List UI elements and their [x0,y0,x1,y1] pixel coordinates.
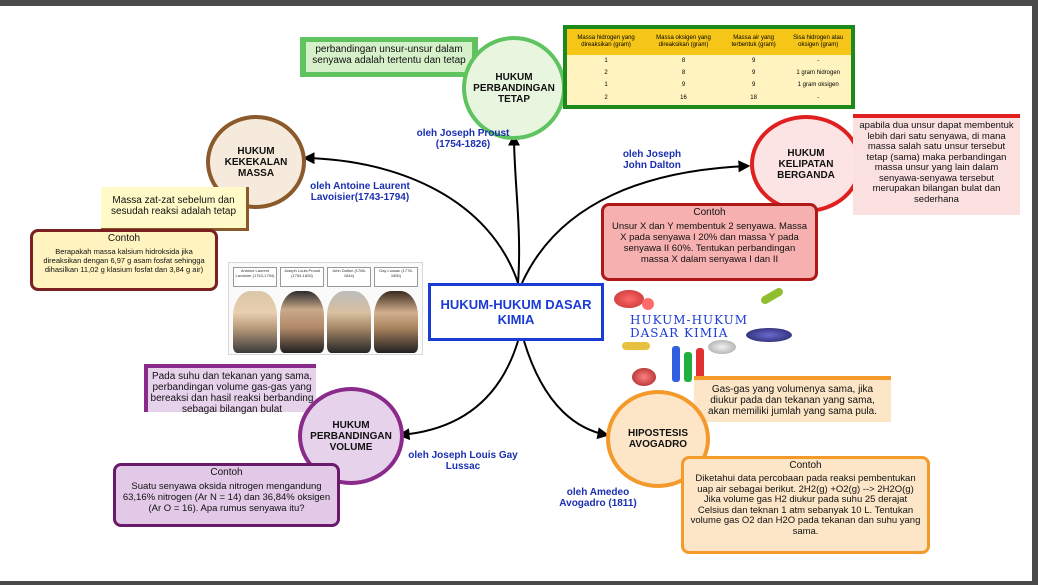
table-cell: 1 [604,57,608,64]
table-header: Massa hidrogen yang direaksikan (gram) [565,27,646,55]
table-row: 2 16 18 - [565,92,853,107]
table-row: 1 9 9 1 gram oksigen [565,79,853,91]
scientist-portraits: Antoine Laurent Lavoisier (1743-1794) Jo… [228,262,423,355]
connector-avogadro [523,340,610,440]
volume-author: oleh Joseph Louis Gay Lussac [408,450,518,472]
connector-volume [397,340,519,441]
right-border [1032,0,1038,585]
avogadro-author: oleh Amedeo Avogadro (1811) [559,487,637,509]
table-cell: 1 gram hidrogen [796,70,841,77]
kelipatan-example: Contoh Unsur X dan Y membentuk 2 senyawa… [601,203,818,281]
portrait-caption: John Dalton (1766-1844) [327,267,371,287]
top-border [0,0,1038,6]
data-table: Massa hidrogen yang direaksikan (gram) M… [563,25,855,109]
volume-example-text: Suatu senyawa oksida nitrogen mengandung… [122,481,331,514]
portrait-caption: Gay Lussac (1778-1850) [374,267,418,287]
bottom-border [0,581,1038,585]
portrait-dalton [327,291,371,353]
avogadro-definition: Gas-gas yang volumenya sama, jika diukur… [694,376,891,422]
tetap-definition: perbandingan unsur-unsur dalam senyawa a… [306,42,472,72]
table-cell: 8 [681,57,686,64]
connector-tetap [508,133,521,284]
table-cell: 9 [751,70,756,77]
table-cell: 8 [681,70,686,77]
portrait-caption: Antoine Laurent Lavoisier (1743-1794) [233,267,277,287]
table-cell: 16 [680,95,687,102]
portrait-caption: Joseph Louis Proust (1754-1826) [280,267,324,287]
portrait-proust [280,291,324,353]
table-cell: 2 [604,70,608,77]
table-cell: 1 [604,82,608,89]
connector-kelipatan [521,160,751,284]
massa-example-text: Berapakah massa kalsium hidroksida jika … [43,247,205,274]
table-header: Massa air yang terbentuk (gram) [721,27,786,55]
table-cell: 1 gram oksigen [797,82,839,89]
table-row: 2 8 9 1 gram hidrogen [565,67,853,79]
portrait-gay-lussac [374,291,418,353]
kelipatan-example-text: Unsur X dan Y membentuk 2 senyawa. Massa… [611,221,808,265]
table-cell: 9 [681,82,686,89]
massa-author: oleh Antoine Laurent Lavoisier(1743-1794… [310,181,410,203]
table-cell: 9 [751,82,756,89]
table-row: 1 8 9 - [565,55,853,67]
volume-definition: Pada suhu dan tekanan yang sama, perband… [144,364,316,415]
connector-massa [302,152,519,284]
tetap-author: oleh Joseph Proust (1754-1826) [416,128,510,150]
avogadro-example-text: Diketahui data percobaan pada reaksi pem… [690,473,921,537]
center-title: HUKUM-HUKUM DASAR KIMIA [428,283,604,341]
tetap-circle: HUKUM PERBANDINGAN TETAP [462,36,566,140]
table-cell: 9 [751,57,756,64]
kelipatan-author: oleh Joseph John Dalton [622,149,682,171]
massa-definition: Massa zat-zat sebelum dan sesudah reaksi… [101,187,249,231]
table-cell: 18 [750,95,757,102]
table-cell: 2 [604,95,608,102]
kelipatan-circle: HUKUM KELIPATAN BERGANDA [750,115,862,213]
massa-example: Contoh Berapakah massa kalsium hidroksid… [30,229,218,291]
table-header: Sisa hidrogen atau oksigen (gram) [785,27,853,55]
massa-example-title: Contoh [107,233,141,244]
table-header: Massa oksigen yang direaksikan (gram) [645,27,722,55]
table-cell: - [817,57,820,64]
chemistry-illustration [612,286,807,390]
portrait-lavoisier [233,291,277,353]
kelipatan-example-title: Contoh [693,207,726,218]
avogadro-example-title: Contoh [789,460,822,471]
tetap-definition-box: perbandingan unsur-unsur dalam senyawa a… [300,37,478,77]
illustration-title: HUKUM-HUKUM DASAR KIMIA [630,313,749,340]
kelipatan-definition: apabila dua unsur dapat membentuk lebih … [853,114,1020,215]
table-cell: - [817,95,820,102]
volume-example: Contoh Suatu senyawa oksida nitrogen men… [113,463,340,527]
volume-example-title: Contoh [210,467,243,478]
avogadro-example: Contoh Diketahui data percobaan pada rea… [681,456,930,554]
